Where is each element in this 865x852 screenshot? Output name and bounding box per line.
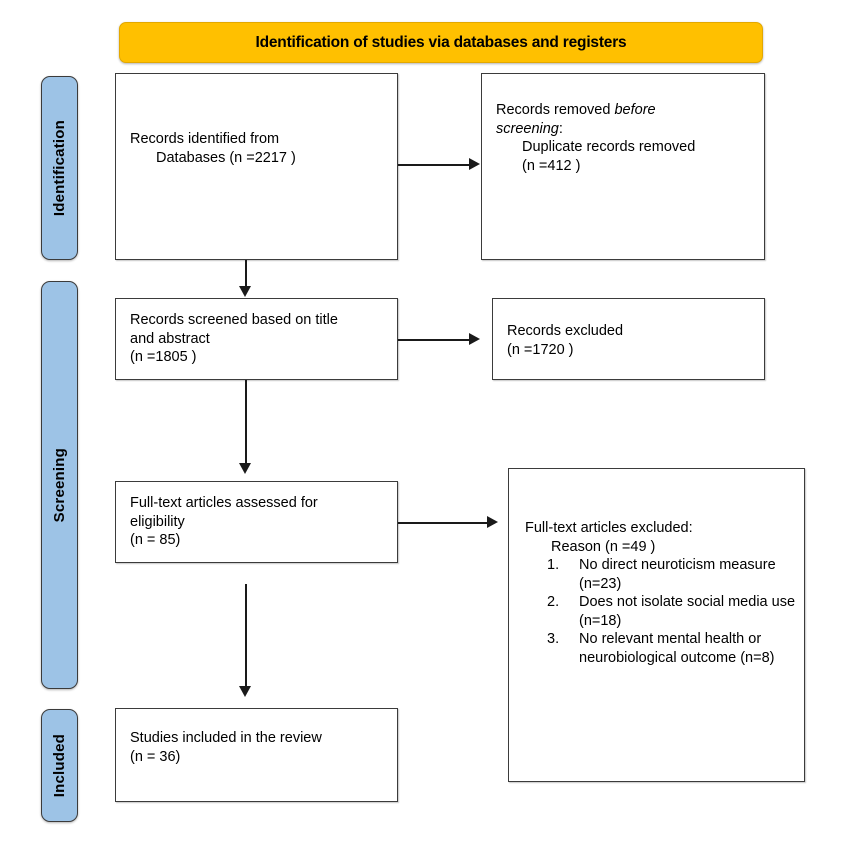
box-records-excluded-text: Records excluded (n =1720 ) <box>507 322 756 359</box>
box-records-removed-text: Records removed before screening: Duplic… <box>496 101 756 175</box>
exclusion-reason-item: No relevant mental health or neurobiolog… <box>547 630 775 666</box>
records-removed-line4: (n =412 ) <box>522 157 581 174</box>
records-removed-line1-pre: Records removed <box>496 102 615 118</box>
box-fulltext-assessed: Full-text articles assessed for eligibil… <box>115 481 398 563</box>
stage-label-identification: Identification <box>51 119 68 217</box>
fulltext-assessed-line1: Full-text articles assessed for <box>130 495 318 511</box>
stage-bar-included: Included <box>41 709 78 822</box>
box-records-identified-text: Records identified from Databases (n =22… <box>130 130 389 167</box>
stage-label-included: Included <box>51 733 68 798</box>
arrow-screened-to-excluded <box>469 333 480 345</box>
records-identified-line1: Records identified from <box>130 131 280 147</box>
stage-bar-identification: Identification <box>41 76 78 260</box>
box-records-removed: Records removed before screening: Duplic… <box>481 73 765 260</box>
records-identified-line2: Databases (n =2217 ) <box>156 149 296 166</box>
studies-included-line2: (n = 36) <box>130 748 181 765</box>
records-removed-line3: Duplicate records removed <box>522 139 696 156</box>
connector-fulltext-to-included <box>245 584 247 688</box>
box-studies-included: Studies included in the review (n = 36) <box>115 708 398 802</box>
records-screened-line3: (n =1805 ) <box>130 349 197 366</box>
box-studies-included-text: Studies included in the review (n = 36) <box>130 729 389 766</box>
connector-screened-to-excluded <box>398 339 470 341</box>
connector-identified-to-screened <box>245 260 247 289</box>
connector-screened-to-fulltext <box>245 380 247 465</box>
exclusion-reason-item: No direct neuroticism measure (n=23) <box>547 556 776 592</box>
arrow-fulltext-to-included <box>239 686 251 697</box>
arrow-fulltext-to-reasons <box>487 516 498 528</box>
fulltext-excluded-line1: Full-text articles excluded: <box>525 520 693 536</box>
banner-title: Identification of studies via databases … <box>255 33 627 51</box>
box-fulltext-assessed-text: Full-text articles assessed for eligibil… <box>130 494 389 550</box>
box-records-screened: Records screened based on title and abst… <box>115 298 398 380</box>
arrow-identified-to-removed <box>469 158 480 170</box>
exclusion-reason-item: Does not isolate social media use (n=18) <box>547 593 796 629</box>
records-removed-line1-italic: before <box>614 102 656 118</box>
banner-identification-header: Identification of studies via databases … <box>119 22 763 63</box>
stage-bar-screening: Screening <box>41 281 78 689</box>
fulltext-excluded-line2: Reason (n =49 ) <box>551 538 656 555</box>
fulltext-assessed-line2: eligibility <box>130 513 185 530</box>
connector-identified-to-removed <box>398 164 470 166</box>
box-fulltext-excluded-text: Full-text articles excluded: Reason (n =… <box>525 519 798 667</box>
exclusion-reason-list: No direct neuroticism measure (n=23) Doe… <box>525 556 798 667</box>
records-removed-line2-post: : <box>558 120 563 137</box>
connector-fulltext-to-reasons <box>398 522 488 524</box>
box-records-identified: Records identified from Databases (n =22… <box>115 73 398 260</box>
fulltext-assessed-line3: (n = 85) <box>130 532 181 549</box>
arrow-identified-to-screened <box>239 286 251 297</box>
arrow-screened-to-fulltext <box>239 463 251 474</box>
records-excluded-line1: Records excluded <box>507 323 624 339</box>
records-excluded-line2: (n =1720 ) <box>507 341 574 358</box>
stage-label-screening: Screening <box>51 447 68 523</box>
studies-included-line1: Studies included in the review <box>130 730 322 746</box>
records-screened-line2: and abstract <box>130 330 210 347</box>
box-records-screened-text: Records screened based on title and abst… <box>130 311 389 367</box>
box-records-excluded: Records excluded (n =1720 ) <box>492 298 765 380</box>
records-removed-line2-italic: screening <box>496 120 559 137</box>
records-screened-line1: Records screened based on title <box>130 312 338 328</box>
box-fulltext-excluded-reasons: Full-text articles excluded: Reason (n =… <box>508 468 805 782</box>
